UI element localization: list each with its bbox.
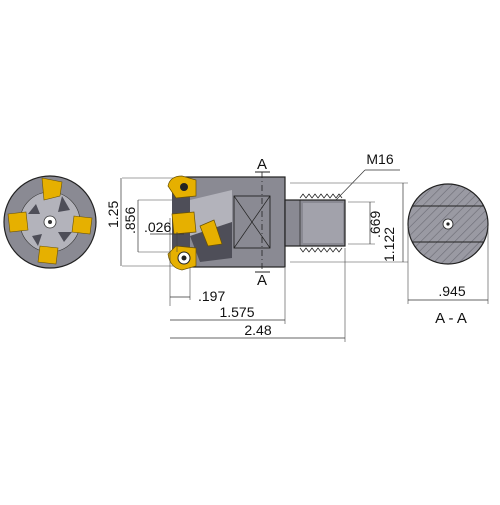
dim-856: .856 — [122, 207, 138, 234]
square-diagonal-2 — [233, 195, 271, 249]
section-view-label: A - A — [435, 310, 467, 327]
m16-leader — [335, 169, 366, 201]
side-view: A A M16 .669 1.122 1.25 .856 .026 — [105, 151, 408, 342]
section-label-bottom: A — [257, 272, 267, 289]
flute-face — [190, 190, 232, 236]
dim-1575: 1.575 — [219, 304, 254, 320]
section-center-dot — [446, 222, 450, 226]
thread-teeth — [299, 193, 343, 253]
insert-rear — [199, 219, 223, 247]
dim-125: 1.25 — [105, 201, 121, 228]
thread-highlight — [303, 203, 343, 243]
insert-middle — [171, 211, 197, 235]
end-view-center-dot — [48, 220, 52, 224]
end-pocket-4 — [32, 234, 42, 246]
end-view — [3, 175, 97, 269]
insert-top-screw — [180, 183, 188, 191]
dim-197: .197 — [198, 288, 225, 304]
dim-669: .669 — [367, 211, 383, 238]
end-pocket-3 — [58, 232, 72, 242]
thread-label: M16 — [366, 151, 393, 167]
end-pocket-2 — [28, 204, 40, 214]
section-label-top: A — [257, 156, 267, 173]
dim-026: .026 — [144, 219, 171, 235]
insert-bottom-screw-center — [181, 255, 187, 261]
end-insert-left — [7, 211, 29, 233]
end-insert-right — [71, 215, 93, 235]
dim-248: 2.48 — [244, 322, 271, 338]
end-pocket-1 — [58, 196, 70, 212]
end-insert-bottom — [37, 245, 59, 265]
dim-945: .945 — [438, 283, 465, 299]
dim-1122: 1.122 — [381, 227, 397, 262]
section-view: .945 A - A — [407, 183, 489, 327]
end-insert-top — [41, 177, 63, 201]
